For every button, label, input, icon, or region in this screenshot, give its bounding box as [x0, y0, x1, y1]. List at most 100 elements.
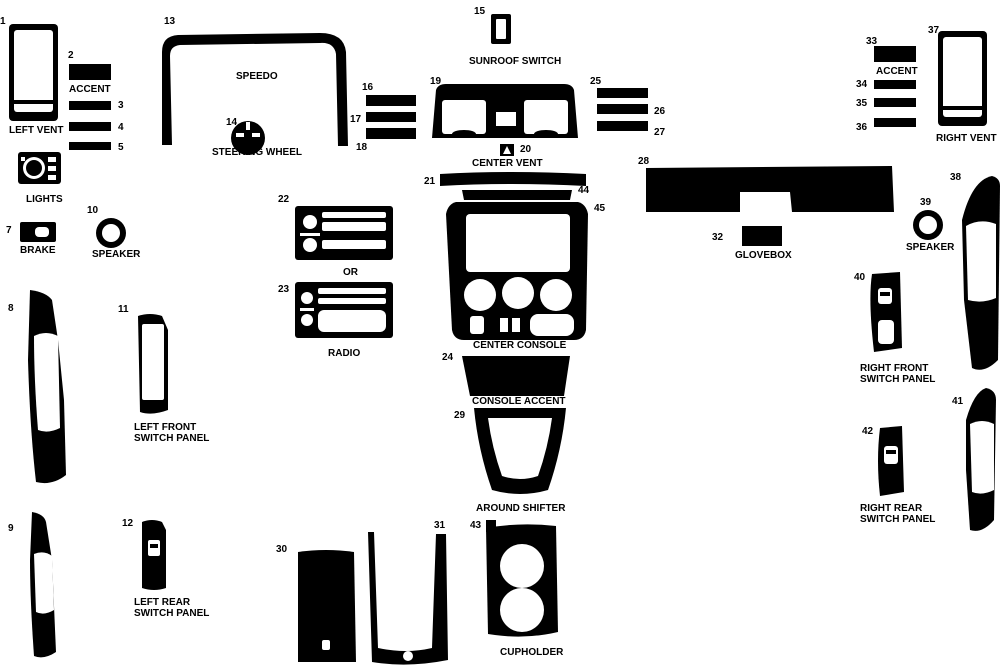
or-label: OR	[343, 267, 359, 278]
radio-label: RADIO	[328, 348, 360, 359]
strip-27-piece	[597, 121, 648, 131]
left-front-switch-panel-piece	[138, 314, 168, 414]
brake-piece	[20, 222, 56, 242]
lower-panel-30-piece	[298, 550, 356, 662]
lower-console-31-piece	[368, 532, 448, 665]
right-front-switch-panel-piece	[870, 272, 902, 352]
part-number-30: 30	[276, 544, 288, 555]
accent-left-label: ACCENT	[69, 84, 111, 95]
accent-right-piece	[874, 46, 916, 62]
around-shifter-label: AROUND SHIFTER	[476, 503, 566, 514]
part-number-28: 28	[638, 156, 650, 167]
part-number-38: 38	[950, 172, 962, 183]
part-number-24: 24	[442, 352, 454, 363]
right-rear-switch-label-2: SWITCH PANEL	[860, 514, 935, 525]
strip-5-piece	[69, 142, 111, 150]
right-vent-label: RIGHT VENT	[936, 133, 997, 144]
lights-piece	[18, 152, 61, 184]
right-rear-trim-piece	[966, 388, 996, 531]
glovebox-label: GLOVEBOX	[735, 250, 792, 261]
sunroof-switch-piece	[491, 14, 511, 44]
part-number-18: 18	[356, 142, 368, 153]
center-vent-piece	[432, 84, 578, 138]
part-number-20: 20	[520, 144, 532, 155]
part-number-35: 35	[856, 98, 868, 109]
part-number-44: 44	[578, 185, 590, 196]
part-number-21: 21	[424, 176, 436, 187]
right-door-trim-piece	[962, 176, 1000, 370]
part-number-5: 5	[118, 142, 124, 153]
right-front-switch-label-1: RIGHT FRONT	[860, 363, 928, 374]
right-front-switch-label-2: SWITCH PANEL	[860, 374, 935, 385]
part-number-16: 16	[362, 82, 374, 93]
part-number-37: 37	[928, 25, 940, 36]
strip-34-piece	[874, 80, 916, 89]
strip-36-piece	[874, 118, 916, 127]
part-number-40: 40	[854, 272, 866, 283]
part-number-9: 9	[8, 523, 14, 534]
speedo-bezel-piece	[162, 33, 348, 146]
part-number-26: 26	[654, 106, 666, 117]
strip-25-piece	[597, 88, 648, 98]
part-number-25: 25	[590, 76, 602, 87]
radio-piece-a	[295, 206, 393, 260]
strip-16-piece	[366, 95, 416, 106]
left-rear-switch-label-1: LEFT REAR	[134, 597, 191, 608]
left-front-switch-label-2: SWITCH PANEL	[134, 433, 209, 444]
part-number-32: 32	[712, 232, 724, 243]
brake-label: BRAKE	[20, 245, 56, 256]
left-vent-label: LEFT VENT	[9, 125, 63, 136]
part-number-8: 8	[8, 303, 14, 314]
part-number-4: 4	[118, 122, 124, 133]
radio-piece-b	[295, 282, 393, 338]
center-console-label: CENTER CONSOLE	[473, 340, 567, 351]
part-number-3: 3	[118, 100, 124, 111]
strip-21-piece	[440, 172, 586, 186]
sunroof-switch-label: SUNROOF SWITCH	[469, 56, 561, 67]
part-number-39: 39	[920, 197, 932, 208]
strip-3-piece	[69, 101, 111, 110]
part-number-31: 31	[434, 520, 446, 531]
cupholder-piece	[486, 520, 558, 637]
part-number-22: 22	[278, 194, 290, 205]
accent-right-label: ACCENT	[876, 66, 918, 77]
part-number-7: 7	[6, 225, 12, 236]
passenger-dash-piece	[646, 166, 894, 212]
left-rear-trim-piece	[30, 512, 56, 658]
part-number-33: 33	[866, 36, 878, 47]
steering-wheel-piece	[231, 121, 265, 155]
right-rear-switch-label-1: RIGHT REAR	[860, 503, 923, 514]
speedo-label: SPEEDO	[236, 71, 278, 82]
cupholder-label: CUPHOLDER	[500, 647, 564, 658]
strip-18-piece	[366, 128, 416, 139]
part-number-2: 2	[68, 50, 74, 61]
accent-left-piece	[69, 64, 111, 80]
part-number-29: 29	[454, 410, 466, 421]
part-number-12: 12	[122, 518, 134, 529]
steering-wheel-label: STEERING WHEEL	[212, 147, 302, 158]
center-console-piece	[446, 202, 588, 340]
hazard-button-piece	[500, 144, 514, 156]
part-number-45: 45	[594, 203, 606, 214]
console-accent-label: CONSOLE ACCENT	[472, 396, 566, 407]
speaker-left-piece	[96, 218, 126, 248]
left-front-switch-label-1: LEFT FRONT	[134, 422, 196, 433]
right-rear-switch-panel-piece	[878, 426, 904, 496]
part-number-15: 15	[474, 6, 486, 17]
part-number-36: 36	[856, 122, 868, 133]
speaker-right-label: SPEAKER	[906, 242, 955, 253]
around-shifter-piece	[474, 408, 566, 494]
speaker-left-label: SPEAKER	[92, 249, 141, 260]
part-number-41: 41	[952, 396, 964, 407]
left-rear-switch-label-2: SWITCH PANEL	[134, 608, 209, 619]
strip-44-piece	[462, 190, 572, 200]
strip-26-piece	[597, 104, 648, 114]
part-number-34: 34	[856, 79, 868, 90]
glovebox-piece	[742, 226, 782, 246]
strip-17-piece	[366, 112, 416, 122]
strip-35-piece	[874, 98, 916, 107]
strip-4-piece	[69, 122, 111, 131]
part-number-10: 10	[87, 205, 99, 216]
part-number-23: 23	[278, 284, 290, 295]
